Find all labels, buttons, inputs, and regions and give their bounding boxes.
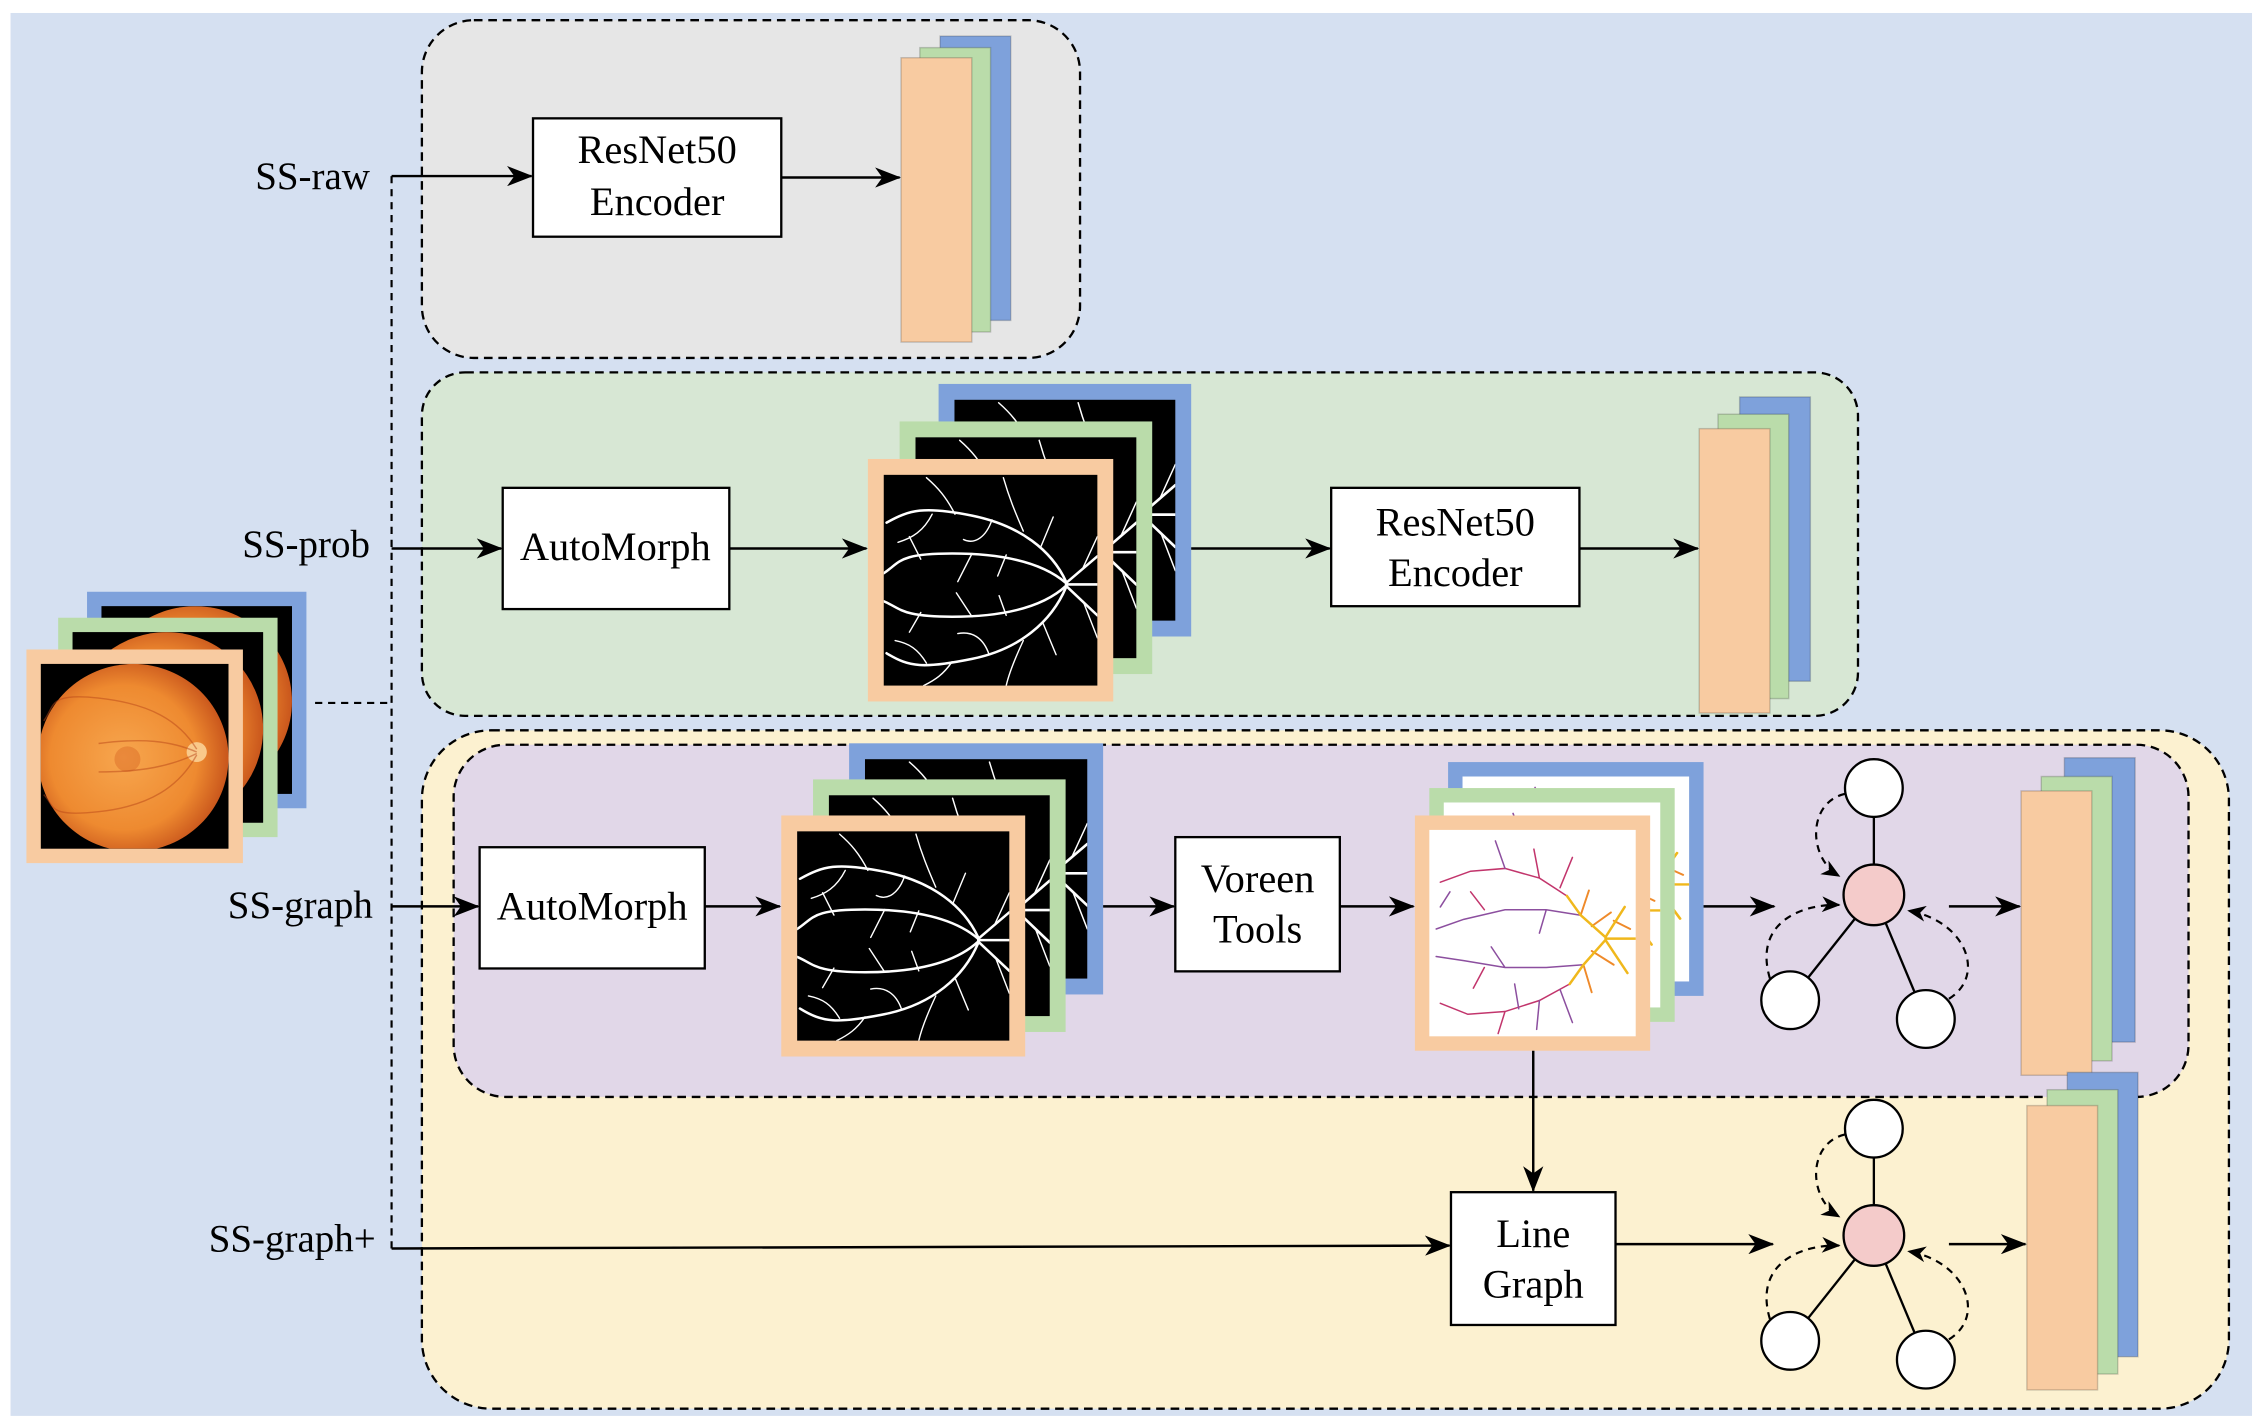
- graph-center-node: [1842, 863, 1906, 927]
- image-content: [40, 663, 229, 849]
- image-frame-orange: [26, 649, 243, 864]
- fundus-image-stack: [26, 591, 307, 864]
- message-passing-arrow: [1815, 1133, 1846, 1218]
- graph-node: [1895, 1329, 1956, 1390]
- ss-graph-plus-feature-maps: [2026, 1071, 2139, 1391]
- vessel-graph-stack: [1414, 762, 1704, 1051]
- ss-graph-vessel-map-stack: [781, 743, 1104, 1057]
- flow-arrows: [391, 165, 2027, 1256]
- box-label-line-1: ResNet50: [1376, 499, 1535, 544]
- ss-graph-plus-line-graph-box: Line Graph: [1449, 1191, 1617, 1327]
- feature-map-orange: [2020, 790, 2093, 1076]
- ss-raw-feature-maps: [900, 35, 1012, 343]
- image-background: [1429, 829, 1636, 1037]
- image-frame-orange: [1414, 815, 1651, 1051]
- box-outline: [478, 846, 706, 970]
- message-passing-arrow: [1815, 792, 1846, 878]
- image-and-feature-stacks: [26, 35, 2139, 1391]
- input-connectors: [315, 176, 393, 1250]
- graph-node: [1760, 1310, 1821, 1371]
- graph-node: [1760, 970, 1821, 1031]
- graph-node: [1895, 988, 1956, 1050]
- message-passing-arrow: [1907, 1246, 1969, 1341]
- ss-graph-plus-input-arrow: [391, 1235, 1451, 1256]
- box-outline: [531, 117, 783, 238]
- box-label-line-1: Voreen: [1201, 856, 1315, 901]
- box-label: AutoMorph: [520, 524, 711, 569]
- graph-center-node: [1842, 1204, 1906, 1267]
- ss-prob-encoder-box: ResNet50 Encoder: [1330, 486, 1581, 608]
- box-label: AutoMorph: [497, 883, 688, 928]
- graph-node: [1843, 758, 1904, 819]
- message-passing-arrow: [1907, 905, 1969, 1000]
- box-outline: [1174, 835, 1341, 973]
- ss-graph-feature-maps: [2020, 757, 2136, 1076]
- feature-map-orange: [2026, 1104, 2099, 1391]
- box-label-line-2: Encoder: [590, 179, 725, 224]
- ss-graph-plus-label: SS-graph+: [209, 1217, 376, 1260]
- box-label-line-2: Tools: [1213, 906, 1302, 951]
- message-passing-arrow: [1765, 896, 1841, 979]
- ss-graph-voreen-tools-box: Voreen Tools: [1174, 835, 1341, 973]
- ss-prob-vessel-map-stack: [867, 383, 1192, 702]
- ss-graph-plus-gnn-icon: [1760, 1098, 1969, 1390]
- box-outline: [1449, 1191, 1617, 1327]
- ss-raw-label: SS-raw: [255, 155, 370, 198]
- row-labels: SS-raw SS-prob SS-graph SS-graph+: [209, 155, 376, 1260]
- box-label-line-1: ResNet50: [577, 127, 736, 172]
- graph-neural-network-icons: [1760, 758, 1969, 1390]
- image-frame-orange: [867, 458, 1114, 702]
- box-outline: [1330, 486, 1581, 608]
- image-frame-orange: [781, 815, 1026, 1057]
- ss-graph-automorph-box: AutoMorph: [478, 846, 706, 970]
- message-passing-arrow: [1765, 1236, 1841, 1320]
- box-label-line-1: Line: [1496, 1211, 1570, 1256]
- ss-prob-label: SS-prob: [242, 523, 370, 566]
- box-label-line-2: Graph: [1483, 1262, 1584, 1307]
- ss-raw-encoder-box: ResNet50 Encoder: [531, 117, 783, 238]
- ss-prob-automorph-box: AutoMorph: [501, 486, 731, 611]
- graph-node: [1843, 1098, 1904, 1159]
- box-outline: [501, 486, 731, 611]
- ss-graph-label: SS-graph: [228, 884, 373, 927]
- module-boxes: ResNet50 Encoder AutoMorph ResNet50 Enco…: [478, 117, 1617, 1327]
- ss-prob-feature-maps: [1698, 396, 1812, 714]
- ss-graph-gnn-icon: [1760, 758, 1969, 1050]
- feature-map-orange: [900, 57, 973, 343]
- box-label-line-2: Encoder: [1388, 550, 1523, 595]
- feature-map-orange: [1698, 427, 1771, 714]
